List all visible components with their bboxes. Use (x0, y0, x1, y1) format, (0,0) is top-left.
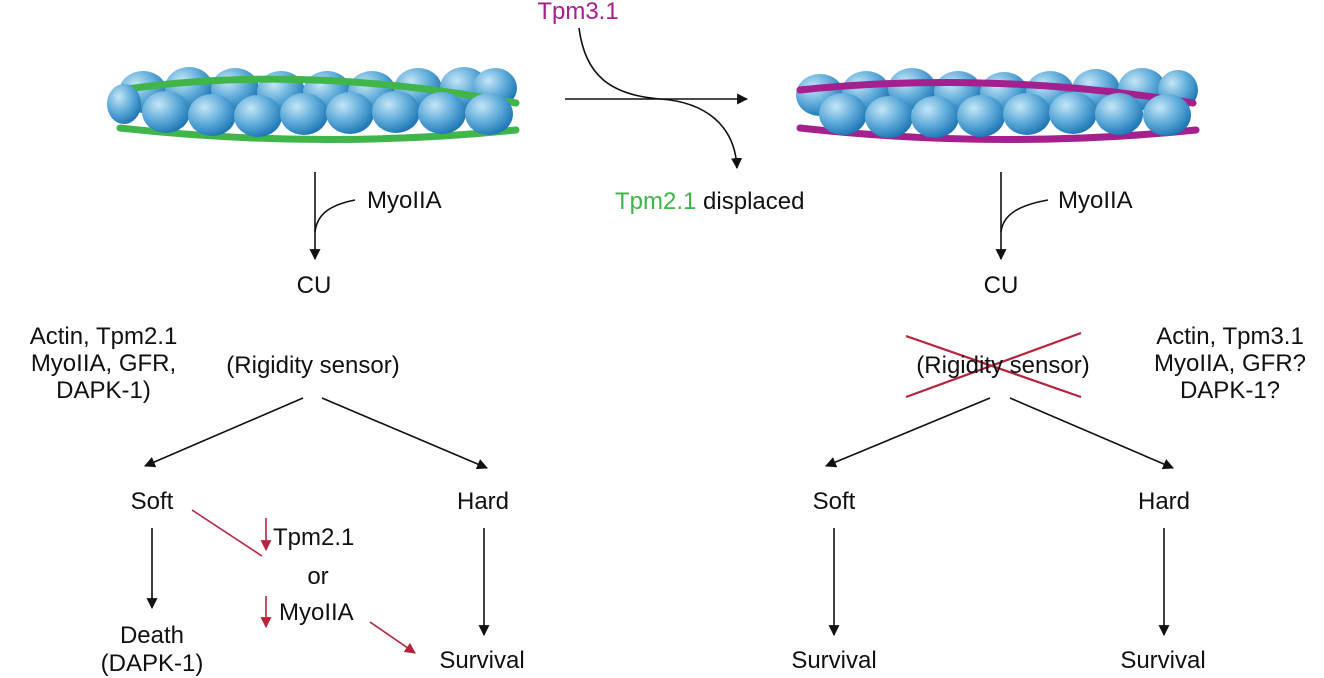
left-inhibition-path (191, 509, 416, 654)
down-tpm21-label: Tpm2.1 (273, 524, 355, 551)
left-myo-label: MyoIIA (367, 187, 442, 214)
or-label: or (307, 563, 329, 590)
right-myo-arrow (995, 172, 1049, 261)
tpm-exchange-arrows (565, 27, 749, 170)
left-branch-arrows (143, 397, 490, 637)
left-cu-label: CU (296, 272, 332, 299)
right-soft-label: Soft (812, 488, 856, 515)
death-line: (DAPK-1) (100, 650, 204, 677)
right-rigidity-sensor: (Rigidity sensor) (916, 352, 1090, 379)
displaced-label: displaced (703, 188, 805, 215)
actin-filament-tpm21 (107, 67, 520, 143)
left-hard-label: Hard (456, 488, 510, 515)
left-components-line: Actin, Tpm2.1 (29, 323, 178, 350)
right-components-line: DAPK-1? (1179, 377, 1281, 404)
down-myo-label: MyoIIA (279, 599, 354, 626)
left-components-line: DAPK-1) (56, 377, 151, 404)
right-branch-arrows (824, 397, 1175, 637)
tpm21-label: Tpm2.1 (615, 188, 697, 215)
left-death-outcome: Death (DAPK-1) (82, 622, 222, 678)
right-survival-hard-label: Survival (1120, 647, 1206, 674)
right-components: Actin, Tpm3.1 MyoIIA, GFR? DAPK-1? (1135, 323, 1324, 404)
tpm31-label: Tpm3.1 (537, 0, 619, 25)
left-components: Actin, Tpm2.1 MyoIIA, GFR, DAPK-1) (1, 323, 206, 404)
right-components-line: Actin, Tpm3.1 (1156, 323, 1304, 350)
right-components-line: MyoIIA, GFR? (1153, 350, 1307, 377)
sensor-cross-mark (905, 331, 1082, 399)
death-line: Death (119, 622, 185, 649)
right-hard-label: Hard (1137, 488, 1191, 515)
right-survival-soft-label: Survival (791, 647, 877, 674)
actin-filament-tpm31 (796, 68, 1200, 143)
right-myo-label: MyoIIA (1058, 187, 1133, 214)
left-myo-arrow (309, 172, 356, 261)
left-components-line: MyoIIA, GFR, (30, 350, 177, 377)
left-rigidity-sensor: (Rigidity sensor) (226, 352, 400, 379)
left-soft-label: Soft (130, 488, 174, 515)
right-cu-label: CU (983, 272, 1019, 299)
left-survival-label: Survival (439, 647, 525, 674)
tpm21-displaced-label: Tpm2.1 displaced (615, 188, 804, 215)
